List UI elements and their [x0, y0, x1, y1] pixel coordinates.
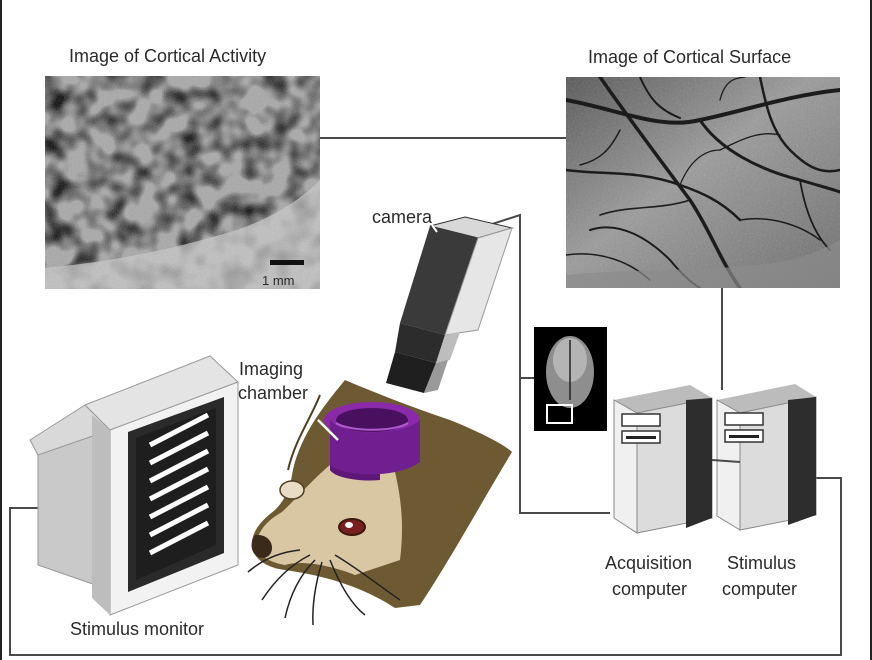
cortical-surface-title: Image of Cortical Surface — [588, 47, 792, 67]
cortical-activity-title: Image of Cortical Activity — [69, 46, 267, 66]
animal-head — [247, 380, 512, 626]
stimulus-monitor-label: Stimulus monitor — [70, 619, 205, 639]
acquisition-computer-label-line1: Acquisition — [605, 553, 693, 573]
camera-label-pointer — [431, 224, 438, 233]
cortical-activity-image — [45, 76, 320, 289]
scale-bar-label: 1 mm — [262, 273, 295, 288]
acquisition-computer — [613, 385, 713, 534]
left-frame-edge — [0, 0, 2, 660]
connection-wires — [9, 137, 842, 656]
stimulus-computer-label-line1: Stimulus — [727, 553, 797, 573]
imaging-chamber-label-line1: Imaging — [239, 359, 304, 379]
chamber-label-pointer — [317, 419, 339, 441]
computers-link — [711, 459, 741, 463]
imaging-chamber-label-line2: chamber — [238, 383, 309, 403]
camera-label: camera — [372, 207, 433, 227]
stimulus-monitor — [29, 355, 239, 616]
brain-thumbnail — [534, 327, 607, 431]
acquisition-computer-label-line2: computer — [612, 579, 688, 599]
camera — [386, 216, 514, 393]
stimulus-computer — [716, 384, 817, 531]
right-frame-edge — [870, 0, 872, 660]
stimulus-computer-label-line2: computer — [722, 579, 798, 599]
imaging-chamber — [324, 402, 420, 481]
cortical-surface-image — [566, 77, 840, 288]
scale-bar — [270, 260, 304, 265]
